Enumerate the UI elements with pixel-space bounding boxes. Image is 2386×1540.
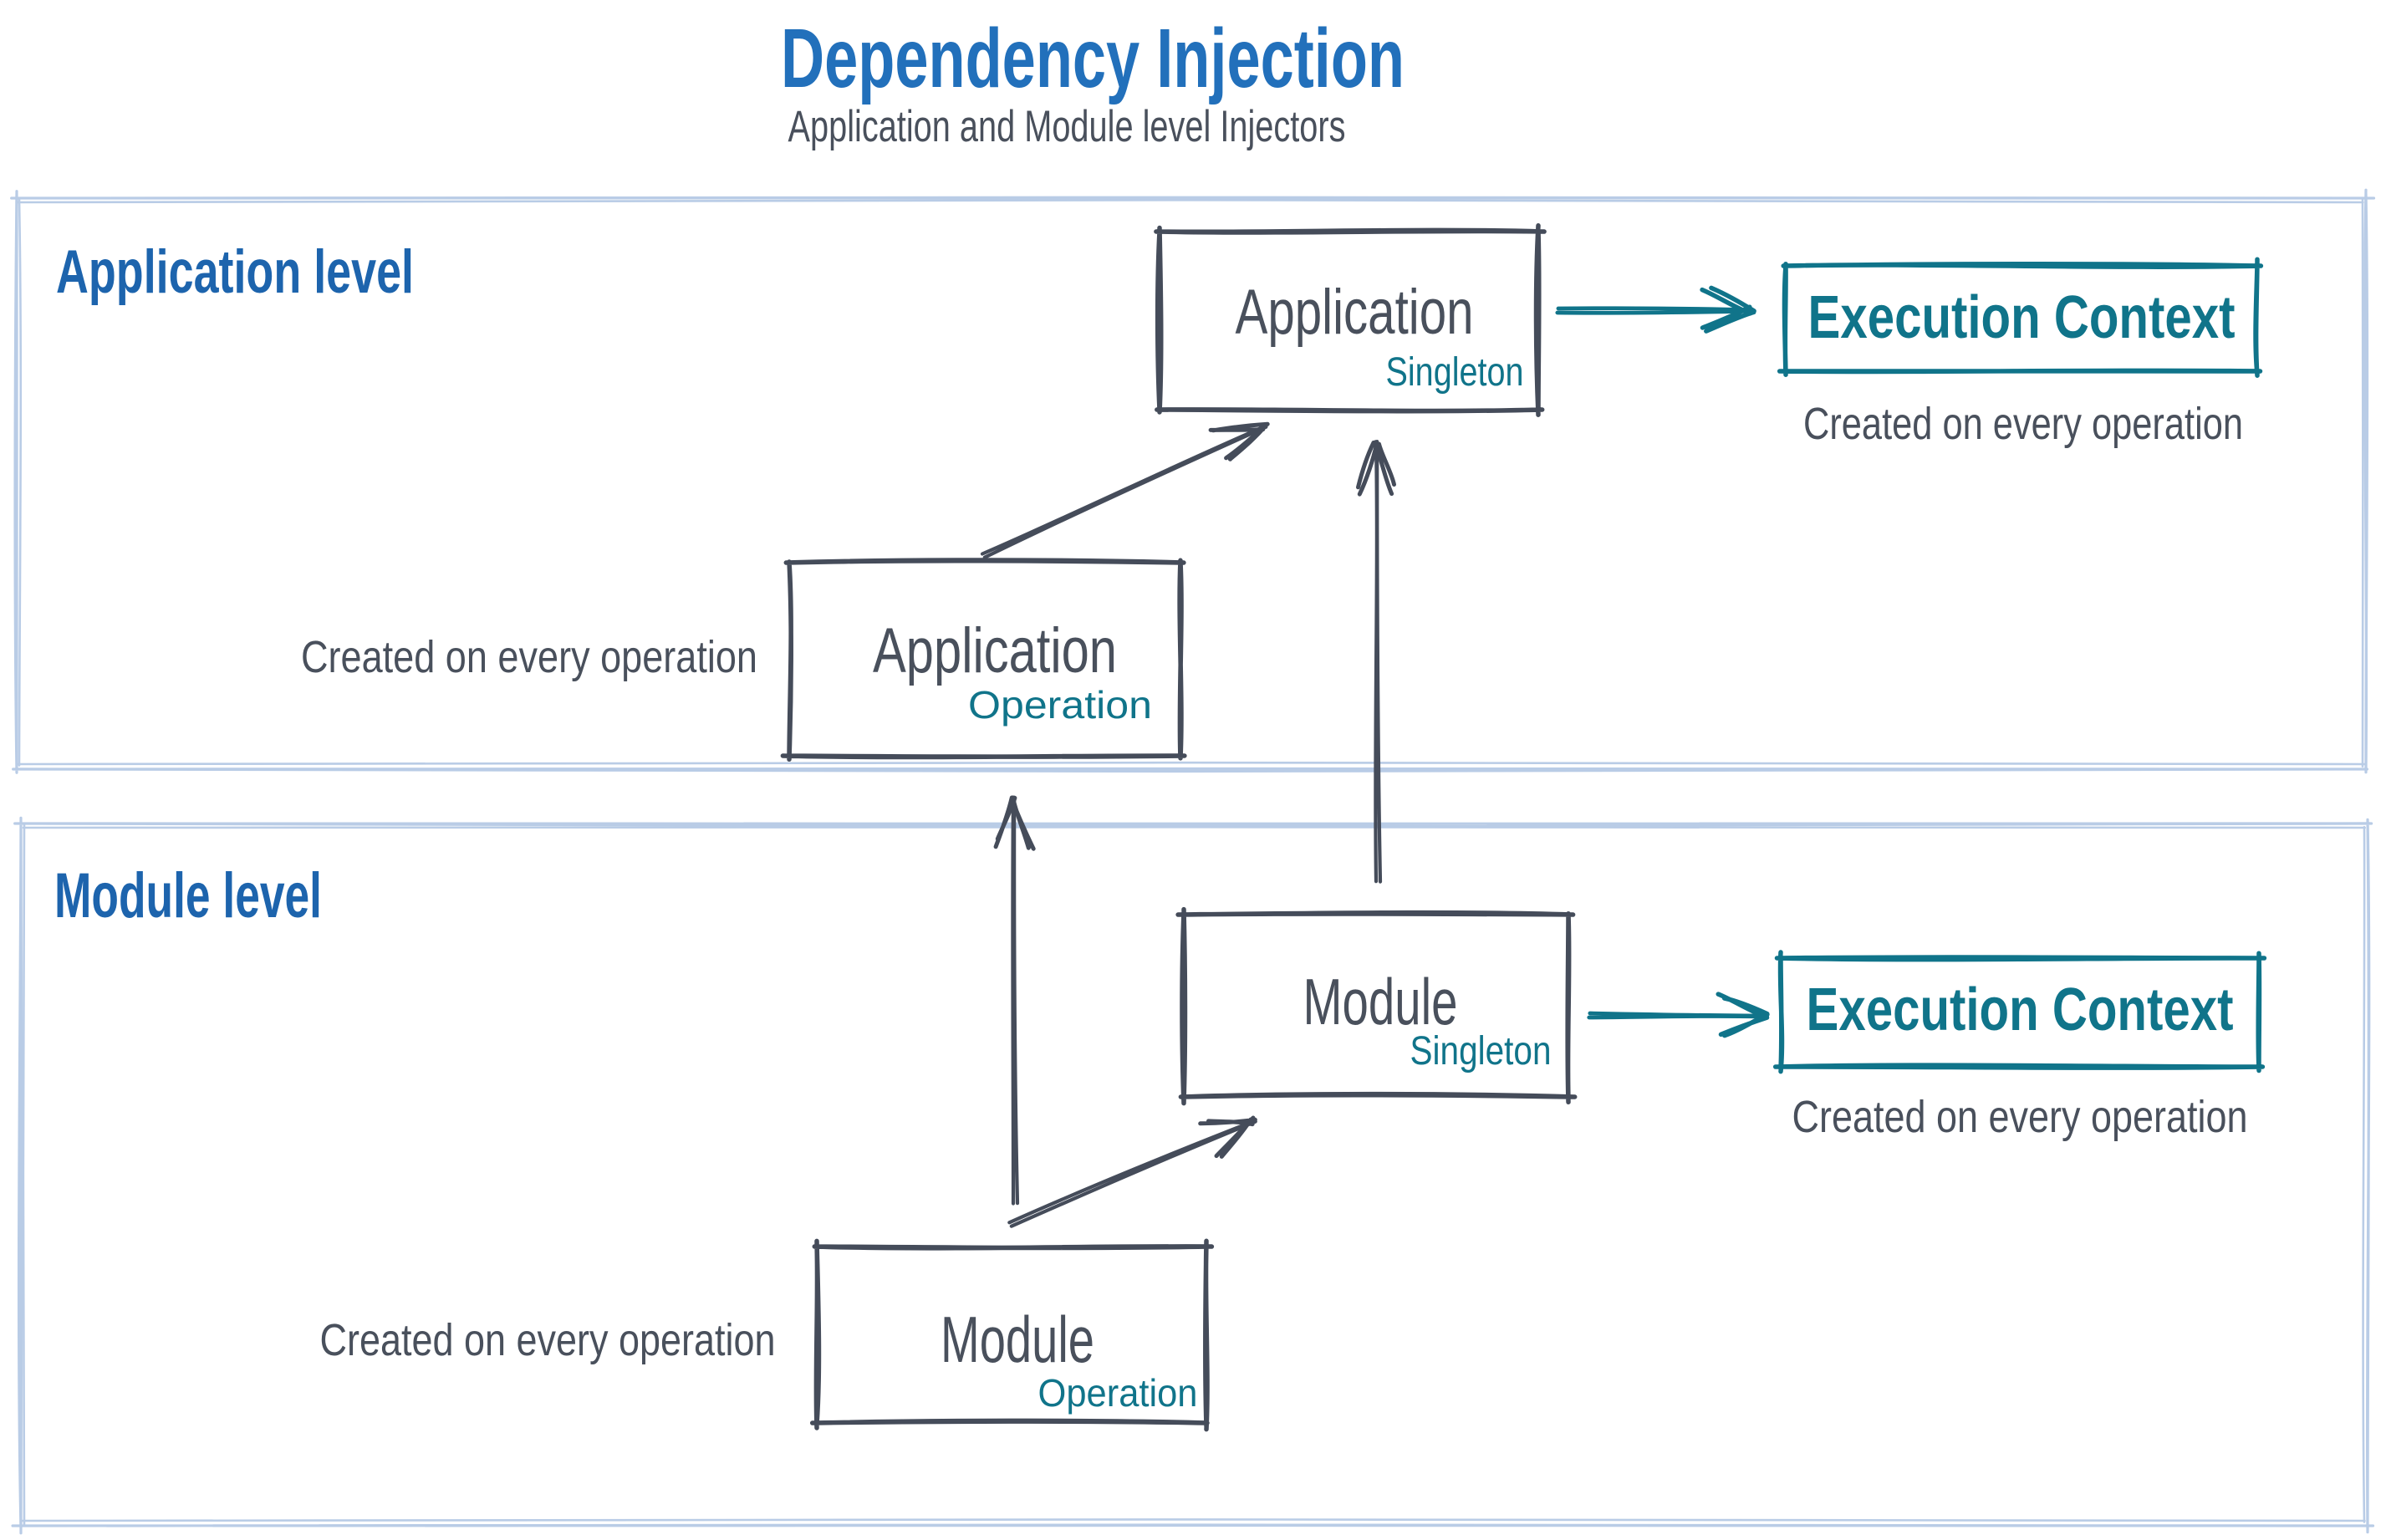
- svg-text:Module: Module: [941, 1303, 1094, 1376]
- svg-text:Operation: Operation: [968, 683, 1152, 727]
- svg-text:Dependency Injection: Dependency Injection: [781, 12, 1405, 105]
- svg-text:Created on every operation: Created on every operation: [1792, 1092, 2248, 1142]
- svg-text:Created on every operation: Created on every operation: [320, 1315, 776, 1365]
- svg-text:Application: Application: [873, 615, 1117, 686]
- svg-text:Operation: Operation: [1038, 1371, 1198, 1415]
- svg-text:Created on every operation: Created on every operation: [1803, 399, 2243, 449]
- svg-text:Application: Application: [1236, 277, 1474, 348]
- svg-text:Execution Context: Execution Context: [1807, 977, 2234, 1043]
- svg-text:Execution Context: Execution Context: [1808, 284, 2236, 351]
- svg-text:Created on every operation: Created on every operation: [301, 632, 757, 682]
- svg-text:Application and Module level I: Application and Module level Injectors: [788, 102, 1346, 151]
- svg-text:Module: Module: [1303, 965, 1458, 1038]
- svg-text:Singleton: Singleton: [1410, 1029, 1552, 1073]
- svg-text:Application level: Application level: [56, 238, 414, 306]
- svg-text:Singleton: Singleton: [1386, 350, 1524, 395]
- svg-text:Module level: Module level: [54, 860, 322, 931]
